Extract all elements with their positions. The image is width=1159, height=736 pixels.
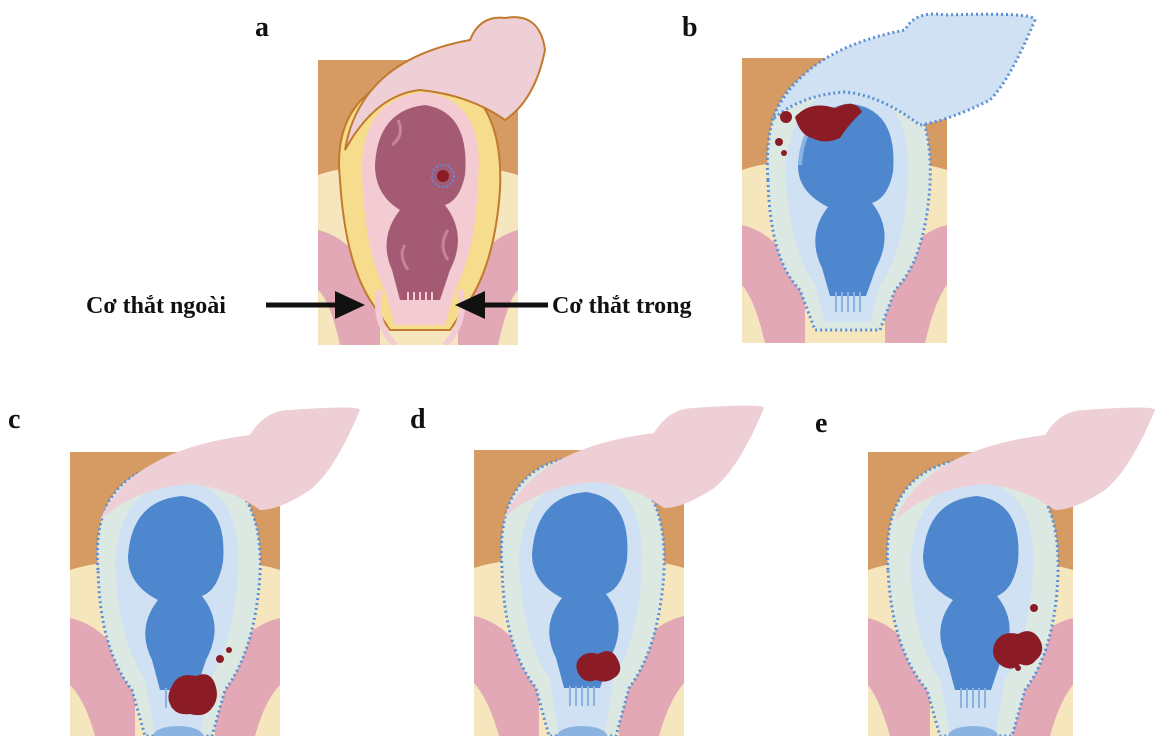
panel-e: e [815, 408, 1155, 736]
blood-drop-e2 [1015, 665, 1021, 671]
blood-drop-c1 [216, 655, 224, 663]
panel-b: b [682, 12, 1035, 343]
blood-drop-b1 [780, 111, 792, 123]
panel-d: d [410, 404, 764, 736]
external-sphincter-label: Cơ thắt ngoài [86, 293, 226, 319]
panel-a: a [255, 12, 545, 345]
blood-drop-c3 [193, 709, 199, 715]
blood-drop-b2 [775, 138, 783, 146]
blood-drop-b3 [781, 150, 787, 156]
panel-letter-d: d [410, 404, 426, 435]
blood-drop-e1 [1030, 604, 1038, 612]
abscess-c [168, 674, 217, 715]
panel-letter-c: c [8, 404, 20, 435]
internal-sphincter-label: Cơ thắt trong [552, 293, 692, 319]
gland-dot-a [437, 170, 449, 182]
panel-letter-b: b [682, 12, 698, 43]
blood-drop-c2 [226, 647, 232, 653]
panel-c: c [8, 404, 360, 736]
panel-letter-a: a [255, 12, 269, 43]
panel-letter-e: e [815, 408, 827, 439]
abscess-d [576, 651, 620, 682]
